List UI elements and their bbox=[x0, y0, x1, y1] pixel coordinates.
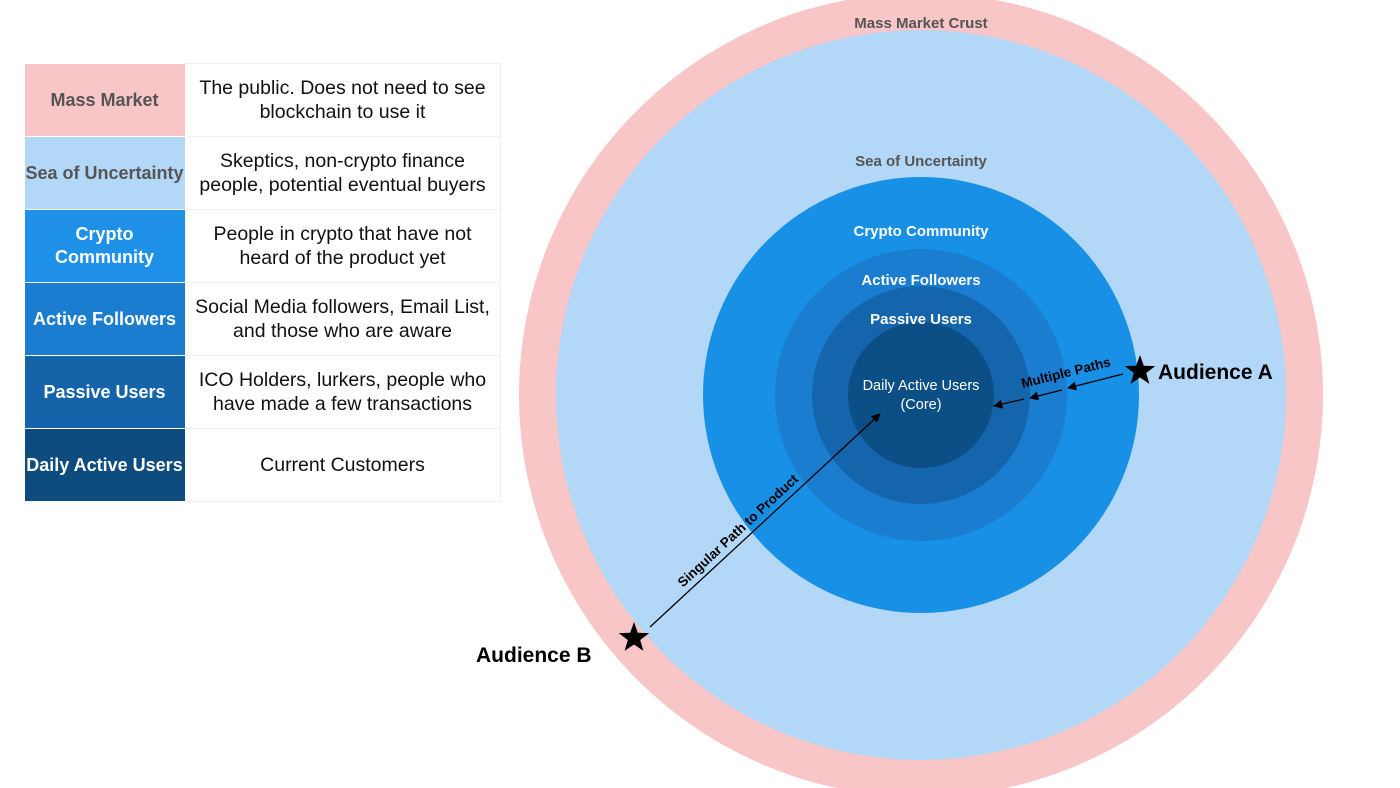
ring-label-mass-market: Mass Market Crust bbox=[854, 15, 987, 32]
legend-row: Crypto Community People in crypto that h… bbox=[24, 209, 501, 283]
ring-label-sea-of-uncertainty: Sea of Uncertainty bbox=[855, 153, 987, 170]
legend-row: Mass Market The public. Does not need to… bbox=[24, 63, 501, 137]
legend-key: Mass Market bbox=[24, 63, 185, 137]
audience-a-label: Audience A bbox=[1158, 361, 1273, 384]
ring-daily-active-users bbox=[848, 322, 994, 468]
legend-key: Daily Active Users bbox=[24, 428, 185, 502]
audience-b-label: Audience B bbox=[476, 644, 592, 667]
legend-row: Passive Users ICO Holders, lurkers, peop… bbox=[24, 355, 501, 429]
ring-label-core: (Core) bbox=[900, 397, 941, 413]
legend-description: Current Customers bbox=[184, 428, 501, 502]
legend-key: Crypto Community bbox=[24, 209, 185, 283]
legend-table: Mass Market The public. Does not need to… bbox=[24, 63, 501, 502]
audience-a-star-icon bbox=[1124, 355, 1156, 384]
legend-description: The public. Does not need to see blockch… bbox=[184, 63, 501, 137]
legend-row: Sea of Uncertainty Skeptics, non-crypto … bbox=[24, 136, 501, 210]
singular-path-arrow bbox=[649, 413, 881, 628]
legend-row: Active Followers Social Media followers,… bbox=[24, 282, 501, 356]
legend-description: ICO Holders, lurkers, people who have ma… bbox=[184, 355, 501, 429]
legend-row: Daily Active Users Current Customers bbox=[24, 428, 501, 502]
audience-b-star-icon bbox=[618, 622, 650, 651]
legend-description: People in crypto that have not heard of … bbox=[184, 209, 501, 283]
ring-label-daily-active-users: Daily Active Users bbox=[863, 378, 980, 394]
ring-label-crypto-community: Crypto Community bbox=[854, 223, 990, 240]
multiple-paths-arrows bbox=[993, 373, 1124, 409]
legend-description: Social Media followers, Email List, and … bbox=[184, 282, 501, 356]
ring-label-passive-users: Passive Users bbox=[870, 311, 972, 328]
legend-key: Active Followers bbox=[24, 282, 185, 356]
ring-label-active-followers: Active Followers bbox=[861, 272, 980, 289]
legend-key: Passive Users bbox=[24, 355, 185, 429]
legend-key: Sea of Uncertainty bbox=[24, 136, 185, 210]
